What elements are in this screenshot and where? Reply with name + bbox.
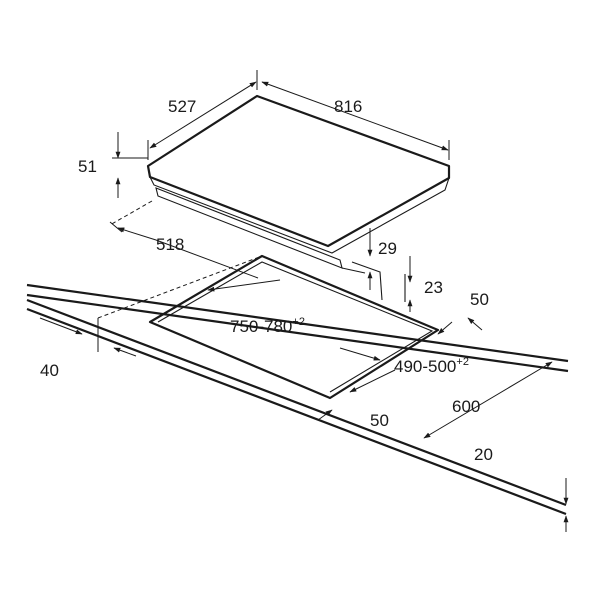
label-rear-clearance: 50	[470, 290, 489, 309]
label-cutout-width: 750-780+2	[230, 316, 305, 336]
label-hob-depth: 527	[168, 97, 196, 116]
label-min-clearance-below: 29	[378, 239, 397, 258]
label-worktop-thickness: 23	[424, 278, 443, 297]
hob	[146, 94, 451, 302]
label-cutout-depth: 490-500+2	[394, 356, 469, 376]
label-side-distance: 40	[40, 361, 59, 380]
construction-lines	[97, 200, 263, 319]
dimension-lines	[39, 70, 569, 532]
label-hob-width: 816	[334, 97, 362, 116]
label-hob-height: 51	[78, 157, 97, 176]
worktop	[26, 254, 569, 516]
label-worktop-min: 20	[474, 445, 493, 464]
label-front-clearance: 50	[370, 411, 389, 430]
label-worktop-depth: 600	[452, 397, 480, 416]
label-cutout-offset: 518	[156, 235, 184, 254]
dimension-labels: 527 816 51 518 29 23 50 750-780+2 490-50…	[40, 97, 493, 464]
